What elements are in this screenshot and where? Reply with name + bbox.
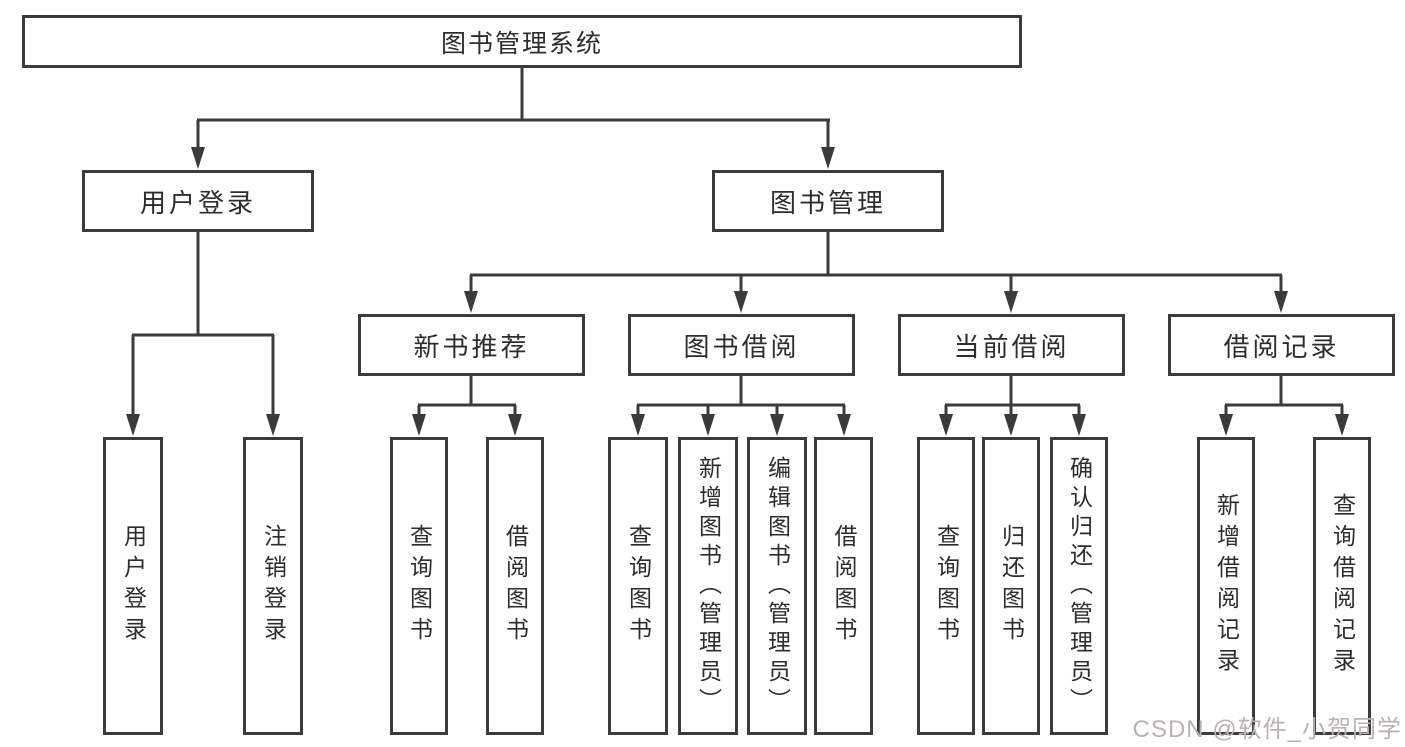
leaf-logout: 注销登录 [243, 437, 303, 735]
leaf-add-books-admin: 新增图书（管理员） [678, 437, 738, 735]
connector-borrow-to-leaves [636, 376, 846, 416]
connector-newbook-to-leaves [417, 376, 517, 416]
connector-userlogin-to-leaves [131, 232, 275, 416]
node-user-login: 用户登录 [82, 170, 314, 232]
leaf-user-login: 用户登录 [103, 437, 163, 735]
node-root-system: 图书管理系统 [22, 15, 1022, 68]
leaf-add-borrow-record: 新增借阅记录 [1197, 437, 1255, 735]
connector-bookmgmt-to-level3 [469, 232, 1283, 293]
arrowheads [126, 147, 1349, 436]
node-borrowing-records: 借阅记录 [1168, 314, 1395, 376]
leaf-return-books: 归还图书 [982, 437, 1040, 735]
node-new-book-recommend: 新书推荐 [358, 314, 585, 376]
leaf-query-borrow-record: 查询借阅记录 [1313, 437, 1371, 735]
leaf-borrow-books-recommend: 借阅图书 [486, 437, 544, 735]
connector-records-to-leaves [1224, 376, 1344, 416]
node-book-management: 图书管理 [712, 170, 944, 232]
connector-current-to-leaves [944, 376, 1081, 416]
leaf-confirm-return-admin: 确认归还（管理员） [1050, 437, 1108, 735]
leaf-query-books-current: 查询图书 [917, 437, 975, 735]
node-book-borrowing: 图书借阅 [628, 314, 855, 376]
node-current-borrowing: 当前借阅 [898, 314, 1125, 376]
csdn-watermark: CSDN @软件_小贺同学 [1132, 716, 1402, 743]
leaf-edit-books-admin: 编辑图书（管理员） [747, 437, 807, 735]
connector-root-to-level2 [196, 68, 830, 149]
leaf-query-books-borrow: 查询图书 [608, 437, 668, 735]
leaf-borrow-books: 借阅图书 [814, 437, 873, 735]
leaf-query-books-recommend: 查询图书 [390, 437, 448, 735]
